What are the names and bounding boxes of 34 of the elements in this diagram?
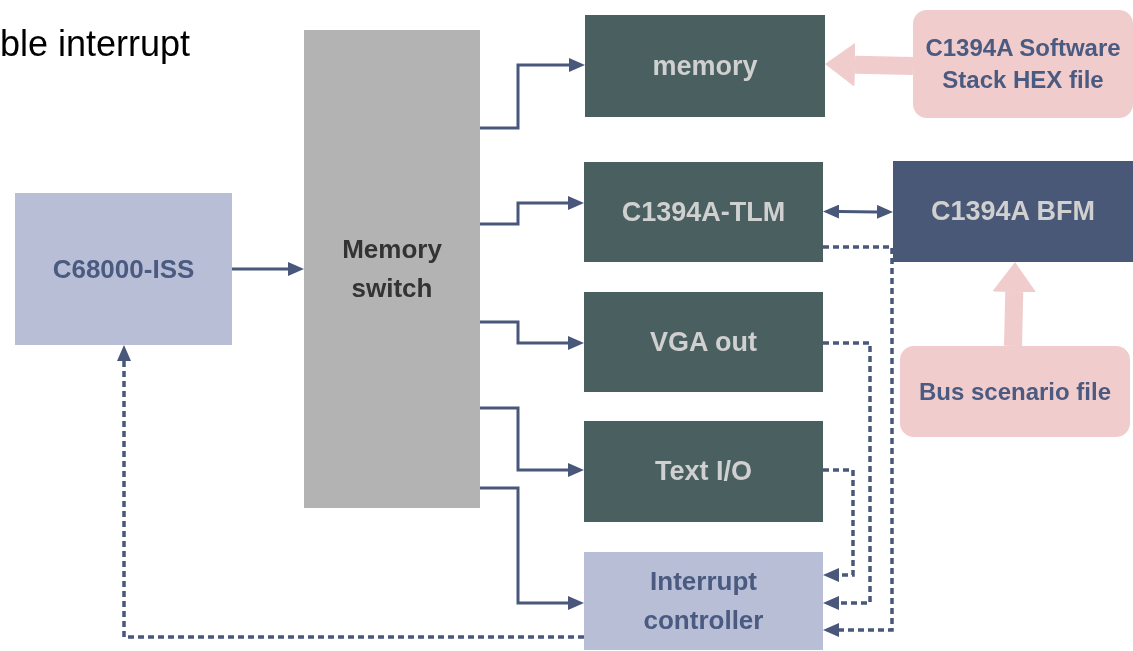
arrow [232,262,304,276]
box-label: C1394A BFM [930,195,1095,229]
module-box [584,162,823,262]
model-box [893,161,1133,262]
box-label: C1394A-TLM [621,195,786,229]
dashed-arrow [117,345,584,639]
box-label: Memory switch [341,233,443,305]
module-box [584,421,823,522]
switch-box [304,30,480,508]
arrow [480,406,584,477]
dashed-arrow [823,245,894,637]
box-label: Text I/O [655,455,752,489]
arrow [480,486,584,610]
module-box [584,292,823,392]
block-arrow [825,42,914,87]
arrow [480,58,585,130]
module-box [584,552,823,650]
file-box [900,346,1130,437]
box-label: C1394A Software Stack HEX file [924,33,1122,95]
dashed-arrow [823,468,855,582]
arrow [480,196,584,226]
module-box [15,193,232,345]
box-label: C68000-ISS [52,252,195,286]
file-box [913,10,1133,118]
box-label: VGA out [650,325,757,359]
box-label: Bus scenario file [918,376,1112,407]
arrow [480,320,584,350]
dashed-arrow [823,341,872,610]
slide-text: ble interrupt [0,22,191,66]
arrow [823,204,893,219]
module-box [585,15,825,117]
block-arrow [992,262,1037,347]
box-label: memory [652,49,758,83]
box-label: Interrupt controller [642,565,765,637]
